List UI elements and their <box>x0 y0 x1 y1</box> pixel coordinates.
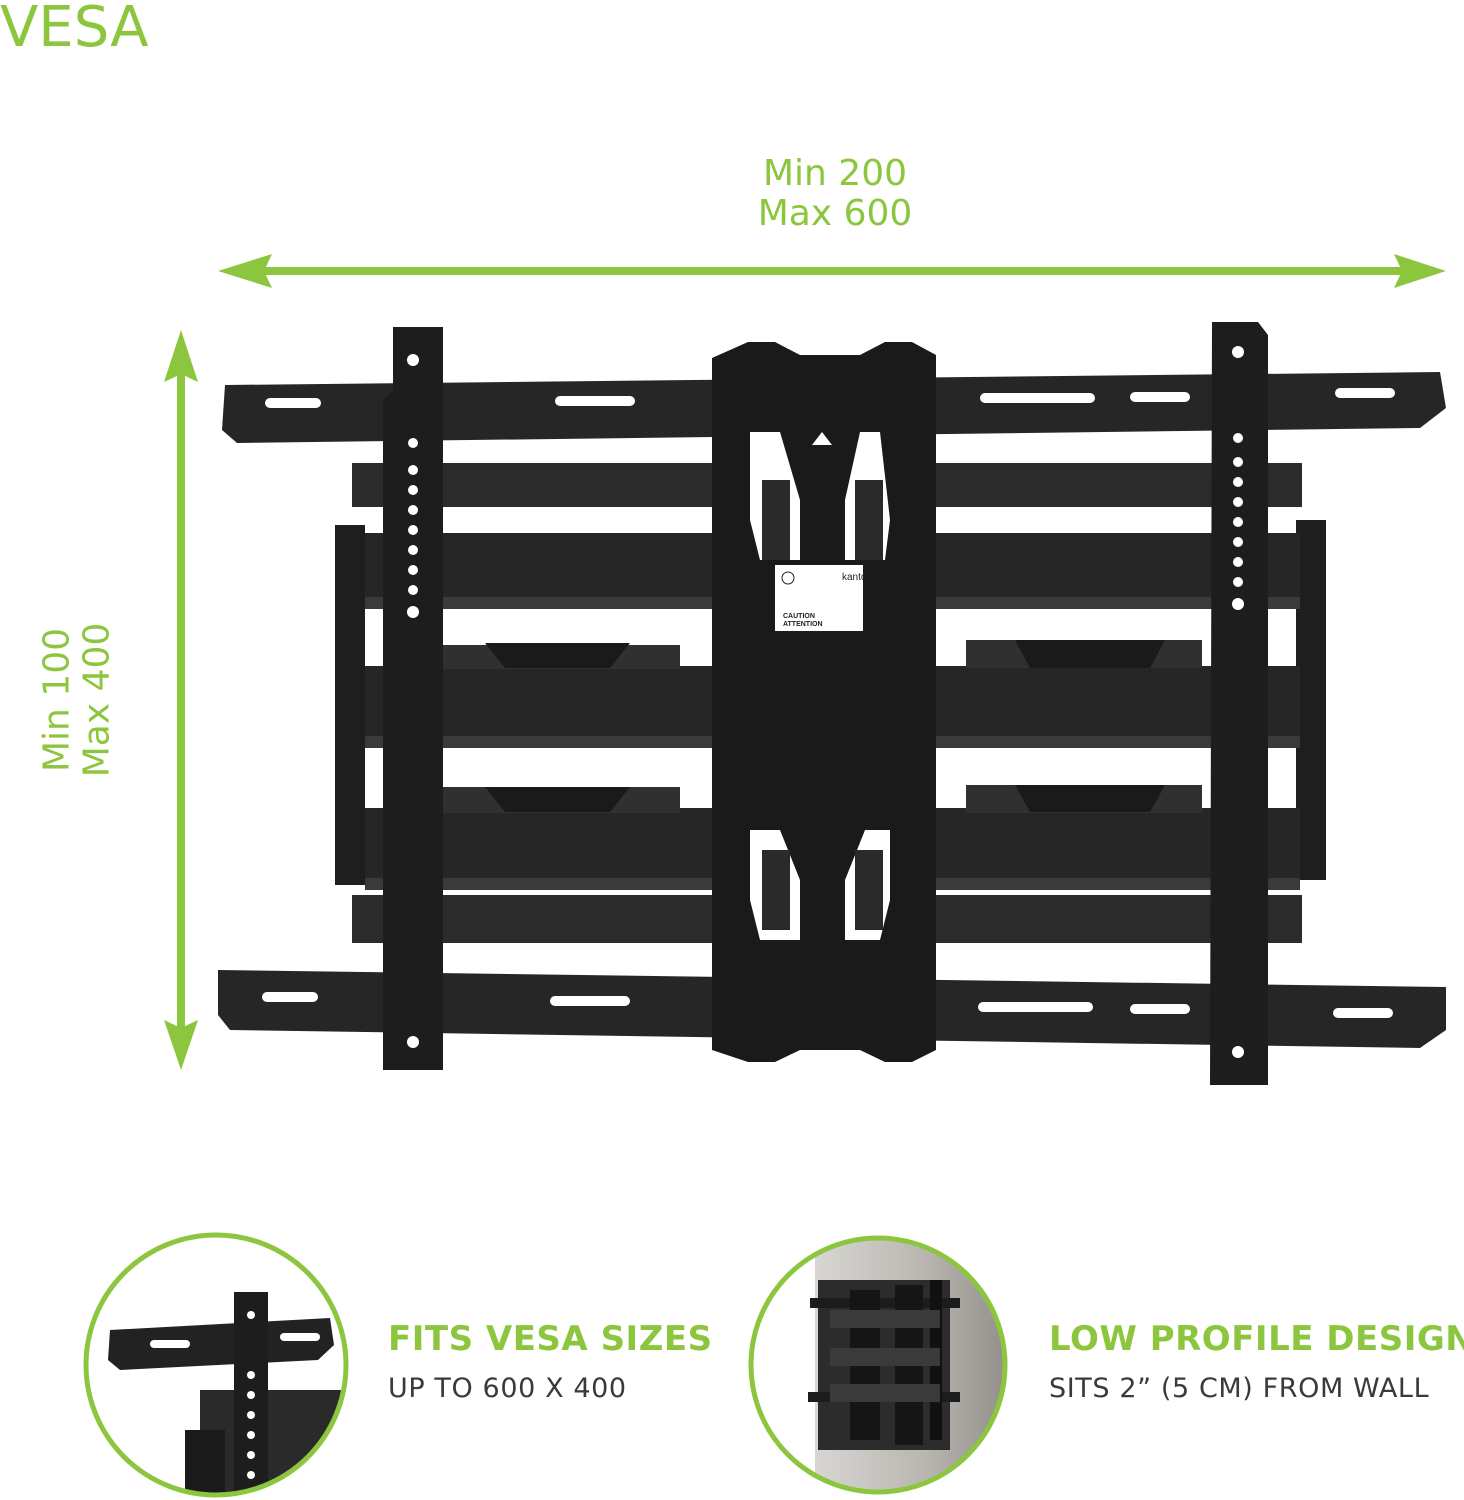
feature-subtitle-low-profile: SITS 2” (5 CM) FROM WALL <box>1049 1373 1430 1404</box>
feature-title-vesa: FITS VESA SIZES <box>388 1319 713 1359</box>
product-label-caution: CAUTION <box>783 613 815 620</box>
right-vertical-bracket <box>1210 322 1268 1085</box>
center-wall-plate: kanto CAUTION ATTENTION <box>712 342 936 1062</box>
page-title: VESA <box>0 0 149 60</box>
product-label-brand: kanto <box>842 572 867 583</box>
vertical-dimension-arrow <box>164 330 198 1070</box>
feature-image-low-profile <box>748 1235 1008 1495</box>
feature-subtitle-vesa: UP TO 600 X 400 <box>388 1373 627 1404</box>
horizontal-dimension-arrow <box>218 254 1446 288</box>
tv-wall-mount: kanto CAUTION ATTENTION <box>218 322 1446 1085</box>
product-label <box>775 565 863 631</box>
horizontal-max-label: Max 600 <box>757 192 913 234</box>
horizontal-dimension-label: Min 200 Max 600 <box>690 154 980 233</box>
product-label-attention: ATTENTION <box>783 621 823 628</box>
feature-title-low-profile: LOW PROFILE DESIGN <box>1049 1319 1464 1359</box>
feature-image-vesa <box>83 1232 349 1498</box>
left-vertical-bracket <box>383 327 443 1070</box>
horizontal-min-label: Min 200 <box>762 153 908 194</box>
